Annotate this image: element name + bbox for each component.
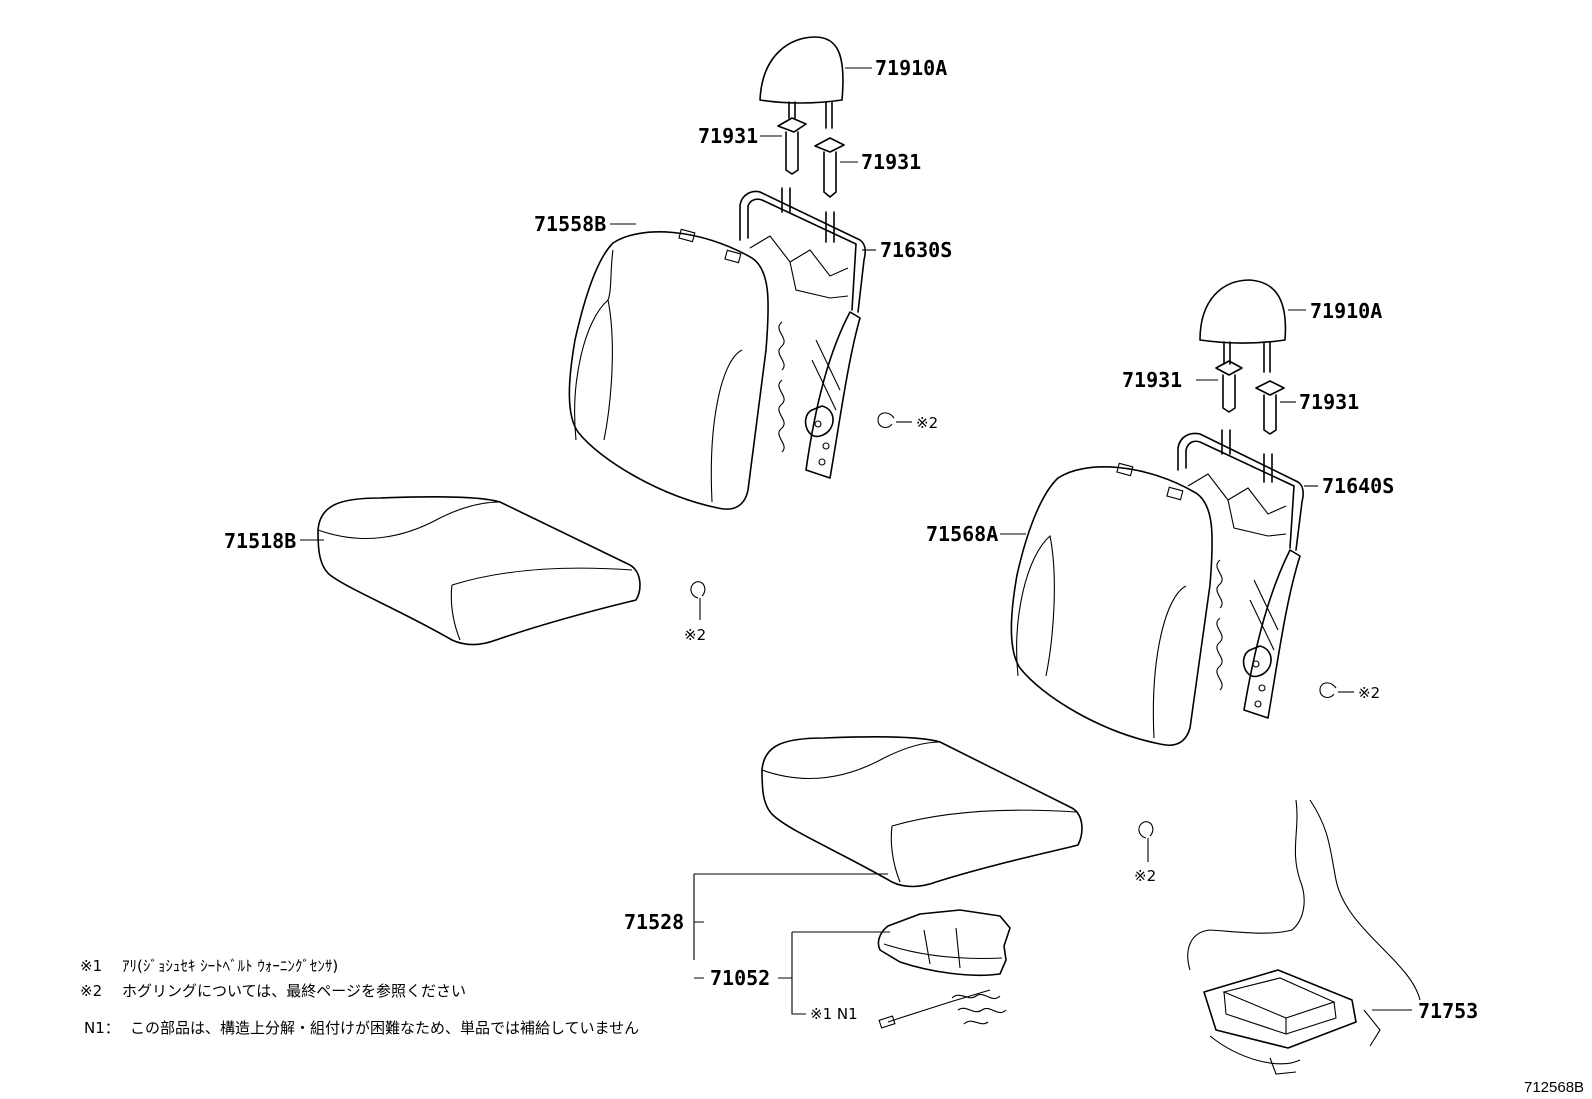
seat-back-cover-right [1010,462,1213,746]
ref-hog-ring-3: ※2 [1358,684,1380,702]
seat-belt-warning-sensor [877,909,1011,977]
label-back-frame-left: 71630S [880,238,952,262]
headrest-guide-right-a [1215,360,1243,413]
label-guide-left-a: 71931 [698,124,758,148]
label-back-cover-left: 71558B [534,212,606,236]
headrest-guide-left-b [814,137,845,198]
note-2-mark: ※2 [80,982,102,1000]
label-pan: 71753 [1418,999,1478,1023]
seat-cushion-cover-left [317,496,641,646]
seat-cushion-cover-right [761,736,1083,888]
label-back-cover-right: 71568A [926,522,998,546]
note-3-mark: N1： [84,1019,120,1037]
seat-back-frame-right [1177,429,1304,719]
label-cushion-cover-right: 71528 [624,910,684,934]
headrest-right [1199,279,1287,373]
label-sensor: 71052 [710,966,770,990]
label-guide-right-a: 71931 [1122,368,1182,392]
seat-cushion-pan [1187,799,1421,1075]
hog-ring-left-back [877,412,912,429]
ref-hog-ring-4: ※2 [1134,867,1156,885]
hog-ring-right-back [1319,682,1354,699]
note-3-text: この部品は、構造上分解・組付けが困難なため、単品では補給していません [130,1019,639,1037]
ref-hog-ring-2: ※2 [684,626,706,644]
note-1-mark: ※1 [80,957,102,975]
label-back-frame-right: 71640S [1322,474,1394,498]
label-guide-right-b: 71931 [1299,390,1359,414]
note-1-text: ｱﾘ(ｼﾞｮｼｭｾｷ ｼｰﾄﾍﾞﾙﾄ ｳｫｰﾆﾝｸﾞｾﾝｻ) [122,957,338,975]
hog-ring-right-cushion [1138,821,1154,862]
headrest-guide-left-a [777,117,807,175]
note-2-text: ホグリングについては、最終ページを参照ください [122,982,466,1000]
footnotes: ※1 ｱﾘ(ｼﾞｮｼｭｾｷ ｼｰﾄﾍﾞﾙﾄ ｳｫｰﾆﾝｸﾞｾﾝｻ) ※2 ホグリ… [80,957,639,1037]
sensor-harness [878,989,1007,1029]
figure-code: 712568B [1524,1079,1584,1096]
label-cushion-cover-left: 71518B [224,529,296,553]
leader-lines [300,67,1412,1015]
label-headrest-right: 71910A [1310,299,1382,323]
ref-hog-ring-1: ※2 [916,414,938,432]
label-headrest-left: 71910A [875,56,947,80]
label-sensor-ref: ※1 N1 [810,1005,858,1023]
label-guide-left-b: 71931 [861,150,921,174]
hog-ring-left-cushion [690,581,706,620]
seat-back-cover-left [568,228,769,510]
headrest-left [759,36,844,129]
headrest-guide-right-b [1255,380,1285,435]
seat-back-frame-left [739,187,866,479]
